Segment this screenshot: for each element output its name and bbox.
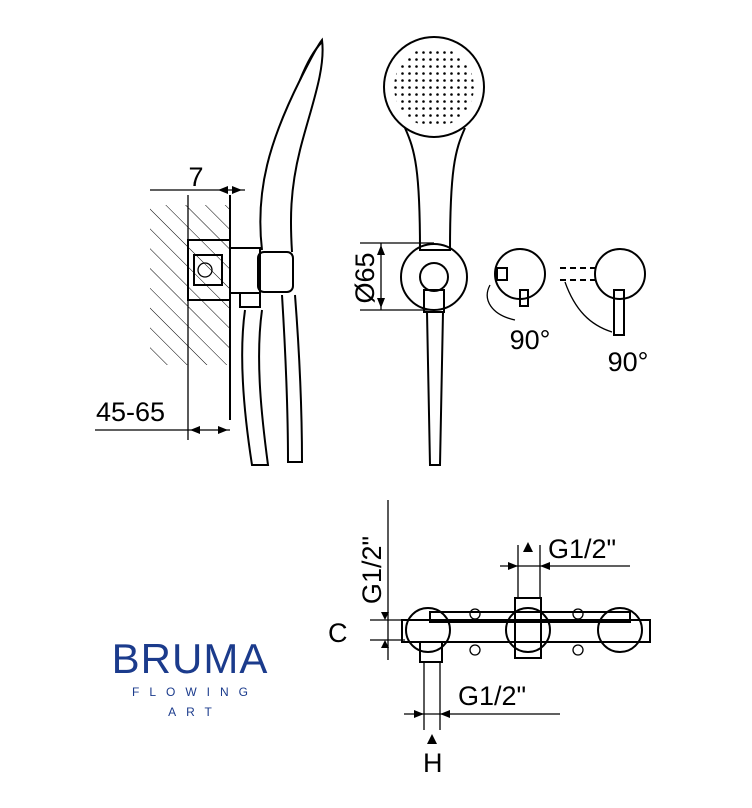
wall-offset-label: 7 <box>188 162 203 192</box>
valve-body-view: G1/2" G1/2" G1/2" C H <box>328 500 651 778</box>
thread-vertical-label: G1/2" <box>357 536 387 604</box>
logo-tagline-2: ART <box>168 705 222 719</box>
bruma-logo: BRUMA FLOWING ART <box>104 636 276 722</box>
diameter-label: Ø65 <box>350 252 380 303</box>
logo-tagline-1: FLOWING <box>132 685 258 699</box>
c-label: C <box>328 618 348 648</box>
side-view: 7 45-65 <box>95 37 324 466</box>
thread-top-label: G1/2" <box>548 534 616 564</box>
rotation-right-label: 90° <box>608 347 649 377</box>
rotation-left-label: 90° <box>510 325 551 355</box>
thread-bottom-label: G1/2" <box>458 681 526 711</box>
h-label: H <box>423 748 443 778</box>
logo-brand: BRUMA <box>111 635 269 682</box>
depth-range-label: 45-65 <box>96 397 165 427</box>
rotation-view: 90° 90° <box>486 248 649 377</box>
front-view: Ø65 <box>350 36 485 466</box>
